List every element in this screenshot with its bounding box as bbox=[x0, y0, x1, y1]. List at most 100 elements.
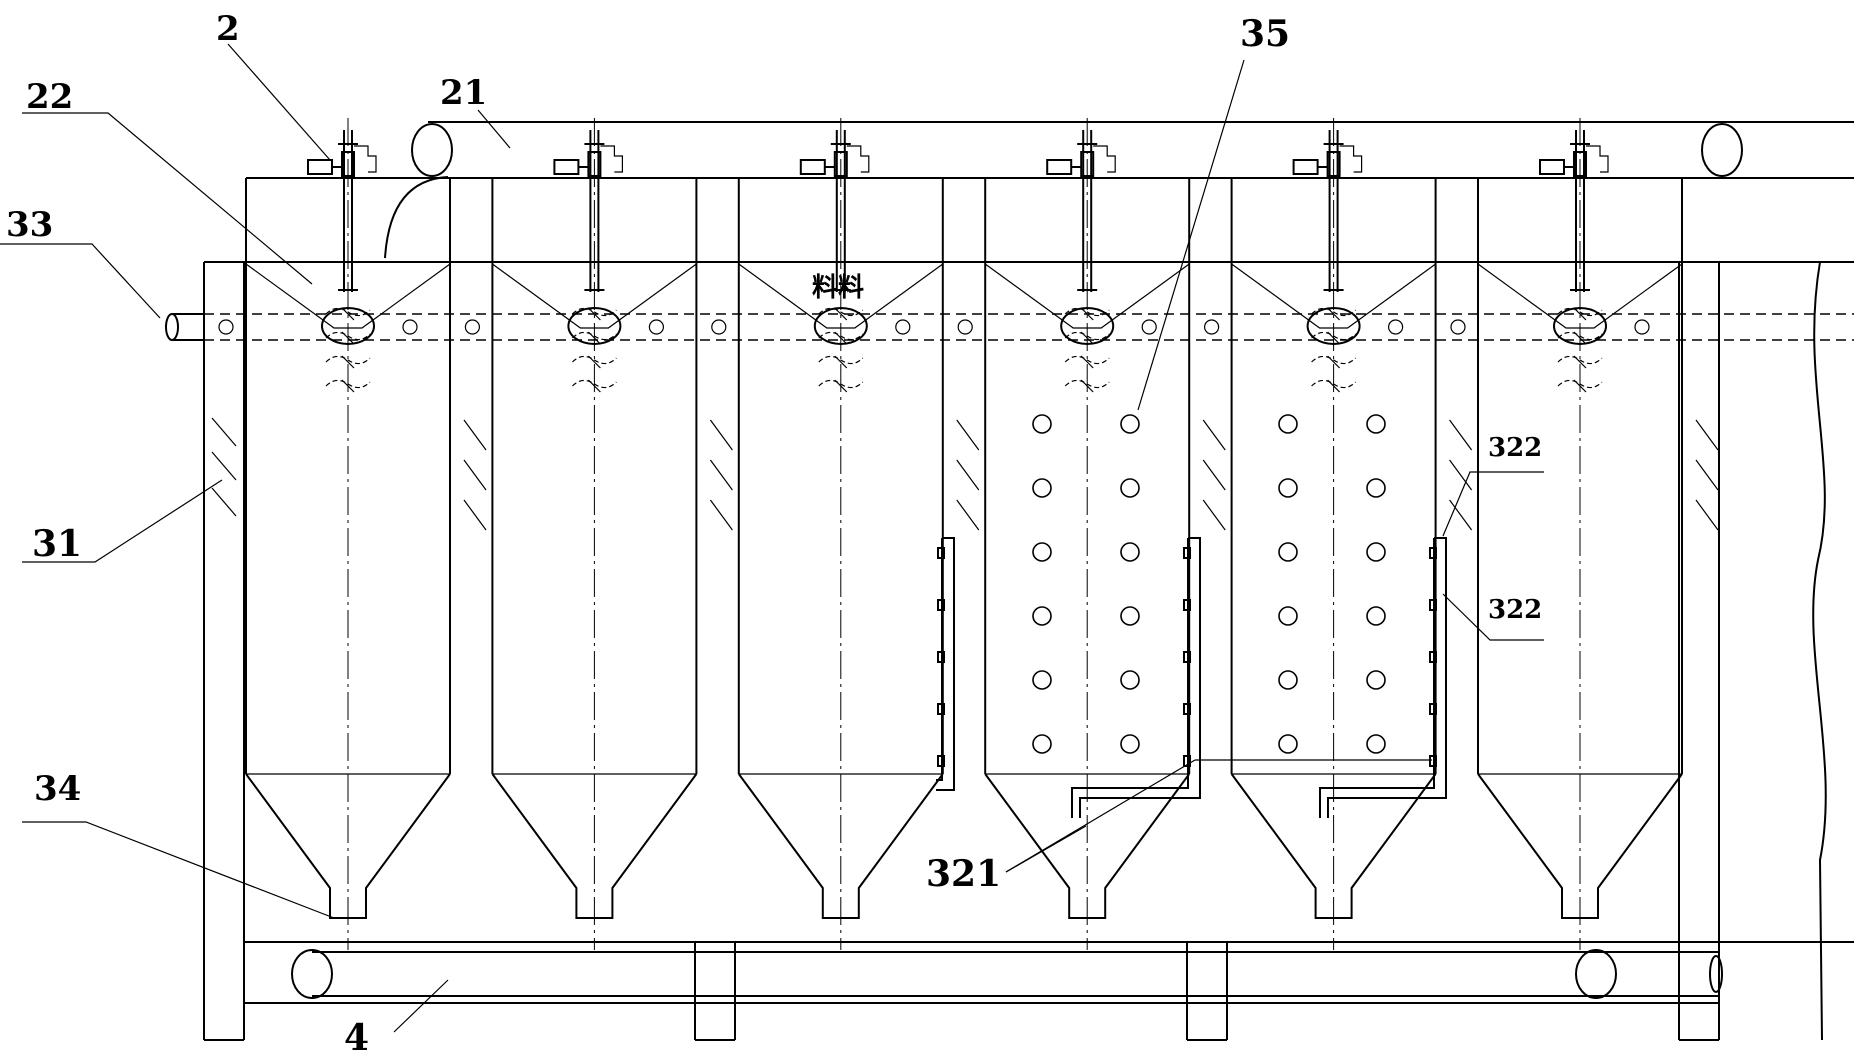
agitator-blade bbox=[1557, 379, 1603, 389]
bracket bbox=[1339, 145, 1363, 173]
agitator-blade bbox=[1064, 307, 1110, 317]
hole bbox=[1032, 478, 1052, 498]
hatch-mark bbox=[956, 499, 980, 531]
motor-body bbox=[553, 159, 580, 175]
nozzle-pipe bbox=[1319, 537, 1447, 818]
hole bbox=[1366, 606, 1386, 626]
nozzle-tip bbox=[1183, 703, 1191, 715]
agitator-blade bbox=[818, 331, 864, 341]
hole bbox=[1032, 542, 1052, 562]
agitator-blade bbox=[325, 307, 371, 317]
agitator-blade bbox=[1311, 307, 1357, 317]
blade-hub bbox=[1573, 355, 1587, 369]
hatch-mark bbox=[709, 499, 733, 531]
blade-hub bbox=[1080, 379, 1094, 393]
nozzle-tip bbox=[1183, 755, 1191, 767]
pipe-port bbox=[218, 319, 234, 335]
motor-body bbox=[1292, 159, 1319, 175]
nozzle-tip bbox=[937, 755, 945, 767]
nozzle-tip bbox=[937, 547, 945, 559]
hatch-mark bbox=[463, 499, 487, 531]
blade-hub bbox=[1327, 379, 1341, 393]
motor-body bbox=[1046, 159, 1073, 175]
agitator-blade bbox=[1064, 355, 1110, 365]
hole bbox=[1278, 606, 1298, 626]
blade-hub bbox=[1080, 307, 1094, 321]
hole bbox=[1120, 478, 1140, 498]
part-labels: 2 21 22 33 35 31 34 321 322 322 4 料料 bbox=[6, 9, 1542, 1059]
hatch-mark bbox=[211, 451, 237, 481]
label-bottom-belt: 4 bbox=[344, 1017, 369, 1056]
hole bbox=[1366, 414, 1386, 434]
blade-hub bbox=[587, 379, 601, 393]
hatch-mark bbox=[1202, 459, 1226, 491]
pipe-port bbox=[1203, 319, 1220, 335]
label-hopper-cone: 22 bbox=[26, 77, 73, 117]
agitator-blade bbox=[1311, 379, 1357, 389]
blade-hub bbox=[1080, 331, 1094, 345]
gearbox bbox=[341, 151, 355, 177]
agitator-blade bbox=[1557, 355, 1603, 365]
agitator-blade bbox=[818, 379, 864, 389]
blade-hub bbox=[341, 307, 355, 321]
bracket bbox=[600, 145, 624, 173]
blade-hub bbox=[1573, 379, 1587, 393]
motor-body bbox=[1539, 159, 1565, 175]
gearbox bbox=[833, 151, 848, 177]
hatch-mark bbox=[709, 419, 733, 451]
hatch-mark bbox=[1449, 419, 1473, 451]
agitator-blade bbox=[1064, 331, 1110, 341]
leader-lines bbox=[0, 43, 1544, 1033]
bracket bbox=[1093, 145, 1116, 173]
tank-1 bbox=[218, 118, 487, 950]
pipe-body bbox=[936, 538, 943, 781]
gearbox bbox=[587, 151, 602, 177]
hole bbox=[1366, 542, 1386, 562]
hatch-mark bbox=[956, 419, 980, 451]
label-discharge: 34 bbox=[34, 769, 81, 809]
blade-hub bbox=[341, 379, 355, 393]
hole bbox=[1120, 606, 1140, 626]
tank-2 bbox=[464, 118, 733, 950]
blade-hub bbox=[1327, 307, 1341, 321]
nozzle-tip bbox=[937, 599, 945, 611]
pipe-body bbox=[1079, 537, 1201, 818]
gearbox bbox=[1080, 151, 1095, 177]
pipe-port bbox=[648, 319, 665, 335]
nozzle-tip bbox=[1183, 651, 1191, 663]
hole bbox=[1366, 478, 1386, 498]
pipe-body bbox=[1327, 537, 1447, 818]
blade-hub bbox=[587, 331, 601, 345]
hatch-mark bbox=[463, 459, 487, 491]
pipe-port bbox=[402, 319, 418, 335]
bracket bbox=[1586, 145, 1609, 173]
blade-hub bbox=[834, 331, 848, 345]
nozzle-tip bbox=[1429, 547, 1437, 559]
agitator-blade bbox=[1311, 331, 1357, 341]
pipe-port bbox=[957, 319, 973, 335]
hole bbox=[1366, 670, 1386, 690]
agitator-blade bbox=[571, 307, 617, 317]
nozzle-tip bbox=[1429, 599, 1437, 611]
blade-hub bbox=[587, 355, 601, 369]
label-feed-belt: 21 bbox=[440, 73, 487, 113]
label-motor: 2 bbox=[216, 9, 240, 49]
agitator-blade bbox=[571, 331, 617, 341]
blade-hub bbox=[341, 331, 355, 345]
agitator-blade bbox=[1311, 355, 1357, 365]
gearbox bbox=[1573, 151, 1587, 177]
hatch-mark bbox=[211, 417, 237, 447]
water-pipe bbox=[165, 313, 1854, 341]
hole bbox=[1278, 542, 1298, 562]
pipe-port bbox=[1450, 319, 1466, 335]
top-feed-belt bbox=[384, 121, 1854, 259]
tank-6 bbox=[1450, 118, 1719, 950]
blade-hub bbox=[341, 355, 355, 369]
hole bbox=[1278, 734, 1298, 754]
label-nozzle-main: 321 bbox=[926, 853, 1001, 895]
hatch-mark bbox=[211, 487, 237, 517]
pipe-port bbox=[1634, 319, 1650, 335]
hole bbox=[1366, 734, 1386, 754]
